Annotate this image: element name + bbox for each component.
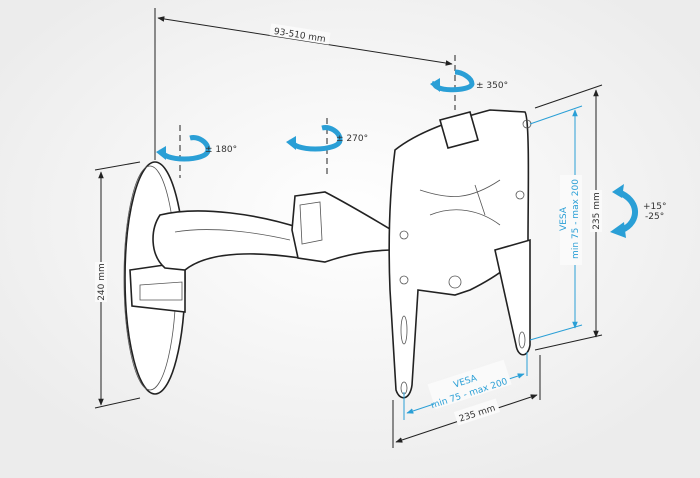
swivel-top-rotate-icon (430, 69, 475, 93)
swivel-wall-label: ± 180° (205, 145, 237, 155)
wall-plate (123, 161, 186, 395)
plate-height-label: 235 mm (592, 192, 602, 230)
tilt-down-label: -25° (645, 212, 664, 222)
vesa-vertical-range: min 75 - max 200 (571, 179, 581, 259)
wall-plate-height-label: 240 mm (97, 263, 107, 301)
tilt-rotate-icon (610, 184, 638, 238)
swivel-middle-label: ± 270° (336, 134, 368, 144)
arm-detail (174, 229, 291, 241)
swivel-wall-rotate-icon (156, 135, 211, 162)
wall-arm (152, 210, 301, 271)
tilt-up-label: +15° (643, 202, 667, 212)
joint-detail (299, 201, 323, 245)
swivel-top-label: ± 350° (476, 81, 508, 91)
swivel-middle-rotate-icon (286, 125, 343, 152)
vesa-vertical-title: VESA (559, 206, 569, 231)
tv-plate (388, 109, 532, 399)
